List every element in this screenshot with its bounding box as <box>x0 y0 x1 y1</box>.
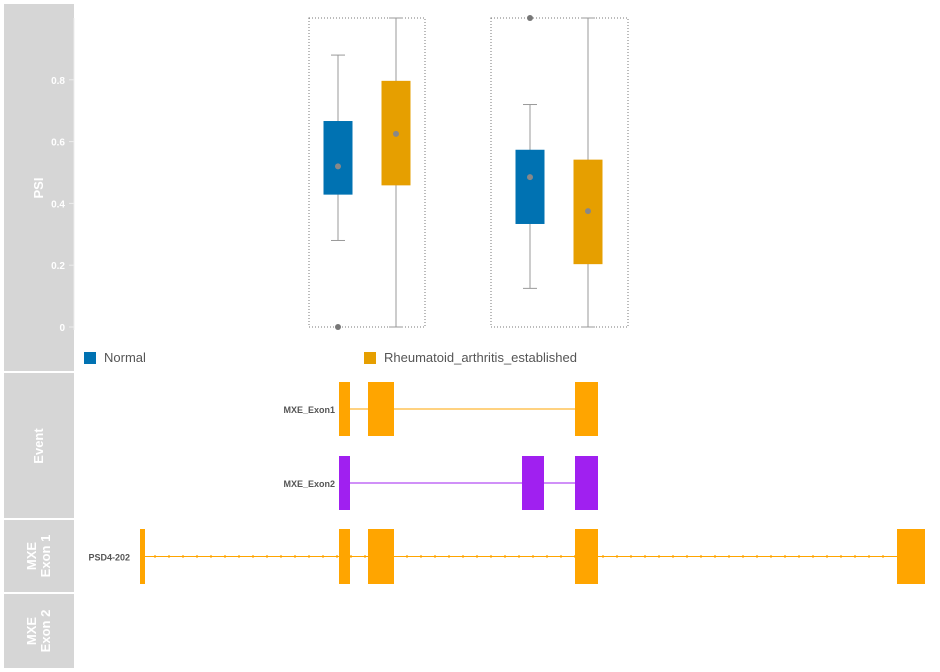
transcript-exon-block <box>897 529 925 584</box>
intron-direction-marker <box>797 555 801 558</box>
intron-direction-marker <box>769 555 773 558</box>
intron-direction-marker <box>419 555 423 558</box>
group-panel-frame <box>308 17 426 328</box>
legend-label-ra: Rheumatoid_arthritis_established <box>384 350 577 365</box>
intron-direction-marker <box>517 555 521 558</box>
strip-mxe-exon-2: MXE Exon 2 <box>4 594 74 668</box>
intron-direction-marker <box>657 555 661 558</box>
legend-item-normal: Normal <box>84 350 146 365</box>
strip-event: Event <box>4 373 74 518</box>
intron-direction-marker <box>279 555 283 558</box>
intron-direction-marker <box>363 555 367 558</box>
intron-direction-marker <box>671 555 675 558</box>
box-mean-point <box>393 130 399 137</box>
intron-direction-marker <box>699 555 703 558</box>
intron-direction-marker <box>601 555 605 558</box>
group-panel-frame <box>490 17 629 328</box>
intron-direction-marker <box>223 555 227 558</box>
transcript-exon-block <box>368 529 394 584</box>
intron-direction-marker <box>237 555 241 558</box>
intron-direction-marker <box>349 555 353 558</box>
intron-direction-marker <box>181 555 185 558</box>
intron-direction-marker <box>783 555 787 558</box>
legend-label-normal: Normal <box>104 350 146 365</box>
box-mean-point <box>335 163 341 170</box>
intron-direction-marker <box>643 555 647 558</box>
legend-swatch-normal <box>84 351 96 364</box>
legend-item-ra: Rheumatoid_arthritis_established <box>364 350 577 365</box>
event-exon-block <box>368 382 394 436</box>
intron-direction-marker <box>405 555 409 558</box>
y-tick-label: 0 <box>59 323 65 334</box>
box-outlier-point <box>335 324 341 330</box>
intron-direction-marker <box>335 555 339 558</box>
intron-direction-marker <box>167 555 171 558</box>
intron-direction-marker <box>811 555 815 558</box>
intron-direction-marker <box>559 555 563 558</box>
intron-direction-marker <box>153 555 157 558</box>
event-exon-block <box>522 456 544 510</box>
intron-direction-marker <box>307 555 311 558</box>
intron-direction-marker <box>531 555 535 558</box>
intron-direction-marker <box>265 555 269 558</box>
strip-psi: PSI <box>4 4 74 371</box>
intron-direction-marker <box>713 555 717 558</box>
intron-direction-marker <box>685 555 689 558</box>
intron-direction-marker <box>489 555 493 558</box>
track-label: MXE_Exon2 <box>283 479 335 489</box>
intron-direction-marker <box>881 555 885 558</box>
intron-direction-marker <box>629 555 633 558</box>
intron-direction-marker <box>321 555 325 558</box>
y-tick-label: 0.4 <box>51 199 65 210</box>
transcript-exon-block <box>575 529 598 584</box>
box-mean-point <box>527 174 533 181</box>
intron-direction-marker <box>433 555 437 558</box>
intron-direction-marker <box>853 555 857 558</box>
intron-direction-marker <box>251 555 255 558</box>
box-body <box>323 121 353 195</box>
strip-mxe-exon-1: MXE Exon 1 <box>4 520 74 592</box>
intron-direction-marker <box>503 555 507 558</box>
track-label: MXE_Exon1 <box>283 405 335 415</box>
intron-direction-marker <box>825 555 829 558</box>
intron-direction-marker <box>447 555 451 558</box>
intron-direction-marker <box>545 555 549 558</box>
box-outlier-point <box>527 15 533 21</box>
event-exon-block <box>575 456 598 510</box>
event-exon-block <box>575 382 598 436</box>
event-exon-block <box>339 456 350 510</box>
intron-direction-marker <box>461 555 465 558</box>
event-exon-block <box>339 382 350 436</box>
intron-direction-marker <box>727 555 731 558</box>
transcript-exon-block <box>339 529 350 584</box>
box-body <box>515 149 545 224</box>
intron-direction-marker <box>615 555 619 558</box>
y-tick-label: 0.8 <box>51 76 65 87</box>
intron-direction-marker <box>195 555 199 558</box>
intron-direction-marker <box>475 555 479 558</box>
y-tick-label: 0.2 <box>51 261 65 272</box>
intron-direction-marker <box>209 555 213 558</box>
transcript-exon-block <box>140 529 145 584</box>
track-label: PSD4-202 <box>88 553 130 563</box>
intron-direction-marker <box>741 555 745 558</box>
intron-direction-marker <box>839 555 843 558</box>
box-mean-point <box>585 208 591 215</box>
intron-direction-marker <box>293 555 297 558</box>
intron-direction-marker <box>867 555 871 558</box>
y-tick-label: 0.6 <box>51 138 65 149</box>
intron-direction-marker <box>755 555 759 558</box>
legend-swatch-ra <box>364 351 376 364</box>
